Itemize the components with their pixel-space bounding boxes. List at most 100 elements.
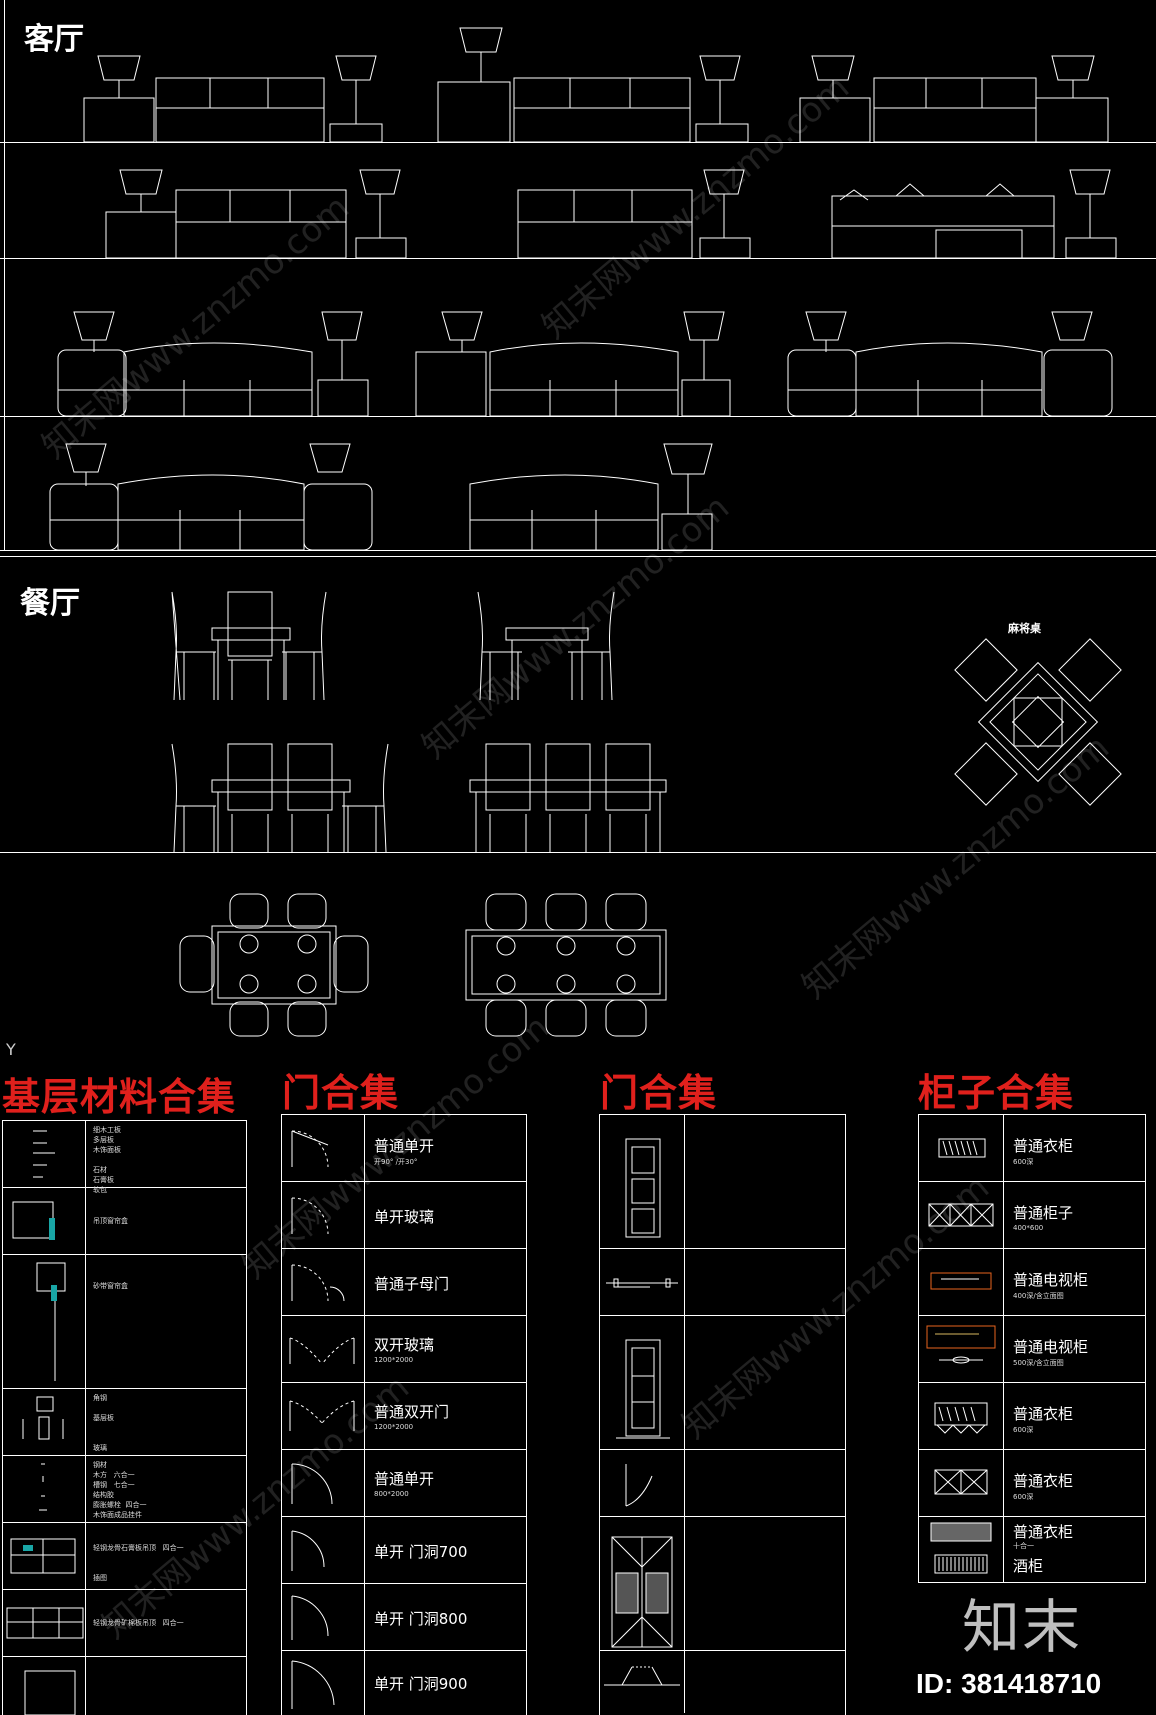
- material-text: 吊顶窗帘盒: [93, 1217, 128, 1225]
- door-swing-icon: [282, 1115, 365, 1181]
- doors2-title: 门合集: [600, 1070, 718, 1115]
- divider: [0, 852, 1156, 853]
- table-row: [600, 1450, 845, 1517]
- door-label: 普通单开: [374, 1470, 435, 1488]
- cabinet-label: 普通衣柜: [1013, 1523, 1074, 1541]
- wardrobe-icon: [919, 1450, 1004, 1516]
- material-icon: [3, 1456, 86, 1522]
- cabinet-label: 普通衣柜: [1013, 1405, 1074, 1423]
- dining-set-large: [172, 744, 388, 852]
- brand-id: ID: 381418710: [916, 1668, 1102, 1699]
- cabinet-sub: 600深: [1013, 1493, 1034, 1501]
- cabinet-label: 普通衣柜: [1013, 1137, 1074, 1155]
- material-text: 钢材 木方 六合一 槽钢 七合一 结构胶 膨胀螺栓 四合一 木饰面成品挂件: [93, 1461, 147, 1519]
- dining-room-title: 餐厅: [20, 586, 80, 621]
- material-text: 轻钢龙骨矿棉板吊顶 四合一: [93, 1619, 184, 1627]
- door-swing-icon: [282, 1249, 365, 1315]
- table-row: 砂带窗帘盒: [3, 1255, 246, 1389]
- dining-plan-6: [466, 894, 666, 1036]
- material-text: 砂带窗帘盒: [93, 1282, 128, 1290]
- table-row: [600, 1651, 845, 1713]
- door-label: 双开玻璃: [374, 1336, 435, 1354]
- table-row: [3, 1657, 246, 1715]
- door-swing-icon: [282, 1450, 365, 1516]
- door-plan-icon: [600, 1249, 685, 1315]
- sofa-set: [84, 56, 382, 142]
- table-row: [600, 1517, 845, 1651]
- table-row: 单开 门洞700: [282, 1517, 526, 1584]
- material-text: 角钢 基层板 玻璃: [93, 1394, 114, 1452]
- door-swing-icon: [282, 1383, 365, 1449]
- door-label: 单开 门洞700: [374, 1543, 468, 1561]
- table-row: 吊顶窗帘盒: [3, 1188, 246, 1255]
- table-row: 普通衣柜十合一酒柜: [919, 1517, 1145, 1582]
- sofa-set: [438, 28, 748, 142]
- table-row: [600, 1115, 845, 1249]
- table-row: 轻钢龙骨矿棉板吊顶 四合一: [3, 1590, 246, 1657]
- table-row: 钢材 木方 六合一 槽钢 七合一 结构胶 膨胀螺栓 四合一 木饰面成品挂件: [3, 1456, 246, 1523]
- dining-set-small: [172, 592, 326, 700]
- material-icon: [3, 1389, 86, 1455]
- door-swing-icon: [282, 1651, 365, 1715]
- living-room-sofa-elevations: [0, 0, 1156, 550]
- material-icon: [3, 1590, 86, 1656]
- cabinet-label: 普通电视柜: [1013, 1271, 1089, 1289]
- mahjong-table: [955, 639, 1121, 805]
- doors2-table: [599, 1114, 846, 1715]
- cabinet-sub: 600深: [1013, 1158, 1034, 1166]
- table-row: 普通单开 800*2000: [282, 1450, 526, 1517]
- door-sub: 1200*2000: [374, 1356, 414, 1364]
- sofa-set: [788, 312, 1112, 416]
- table-row: 单开 门洞800: [282, 1584, 526, 1651]
- door-swing-icon: [282, 1182, 365, 1248]
- door-label: 普通双开门: [374, 1403, 450, 1421]
- table-row: [600, 1249, 845, 1316]
- door-elevation-icon: [600, 1517, 685, 1650]
- cabinets-title: 柜子合集: [918, 1070, 1075, 1115]
- divider: [0, 556, 1156, 557]
- door-swing-icon: [282, 1517, 365, 1583]
- dining-set-large: [470, 744, 666, 852]
- door-swing-icon: [600, 1450, 685, 1516]
- tv-cabinet-icon: [919, 1316, 1004, 1382]
- material-text: 细木工板 多层板 木饰面板 石材 石膏板 软包: [93, 1126, 121, 1194]
- sofa-set: [800, 56, 1108, 142]
- material-text: 轻钢龙骨石膏板吊顶 四合一 插图: [93, 1544, 184, 1582]
- axis-mark: Y: [6, 1040, 16, 1059]
- material-icon: [3, 1121, 86, 1187]
- material-icon: [3, 1657, 86, 1715]
- cabinet-label: 普通衣柜: [1013, 1472, 1074, 1490]
- frame-line: [4, 0, 5, 550]
- door-label: 普通子母门: [374, 1275, 450, 1293]
- wardrobe-icon: [919, 1383, 1004, 1449]
- door-label: 单开玻璃: [374, 1208, 435, 1226]
- cabinet-sub: 400深/含立面图: [1013, 1292, 1064, 1300]
- table-row: 普通衣柜 600深: [919, 1450, 1145, 1517]
- sofa-set: [50, 444, 372, 550]
- dining-set-small: [478, 592, 614, 700]
- table-row: 单开玻璃: [282, 1182, 526, 1249]
- cabinet-sub: 十合一: [1013, 1542, 1034, 1550]
- table-row: 普通衣柜 600深: [919, 1115, 1145, 1182]
- sofa-set: [832, 170, 1116, 258]
- mahjong-label: 麻将桌: [1008, 622, 1041, 635]
- dining-elevations: [0, 556, 1156, 856]
- material-icon: [3, 1188, 86, 1254]
- cabinet-sub: 500深/含立面图: [1013, 1359, 1064, 1367]
- doors1-title: 门合集: [282, 1070, 400, 1115]
- table-row: 普通单开开90° /开30°: [282, 1115, 526, 1182]
- door-sub: 800*2000: [374, 1490, 409, 1498]
- door-label: 普通单开: [374, 1137, 435, 1155]
- sofa-set: [106, 170, 406, 258]
- table-row: 普通子母门: [282, 1249, 526, 1316]
- door-sub: 1200*2000: [374, 1423, 414, 1431]
- sofa-set: [518, 170, 750, 258]
- cabinet-sub: 400*600: [1013, 1224, 1044, 1232]
- door-swing-icon: [282, 1316, 365, 1382]
- sofa-set: [416, 312, 730, 416]
- base-materials-table: 细木工板 多层板 木饰面板 石材 石膏板 软包 吊顶窗帘盒 砂带窗帘盒 角钢 基…: [2, 1120, 247, 1715]
- living-room-title: 客厅: [24, 22, 84, 57]
- table-row: 轻钢龙骨石膏板吊顶 四合一 插图: [3, 1523, 246, 1590]
